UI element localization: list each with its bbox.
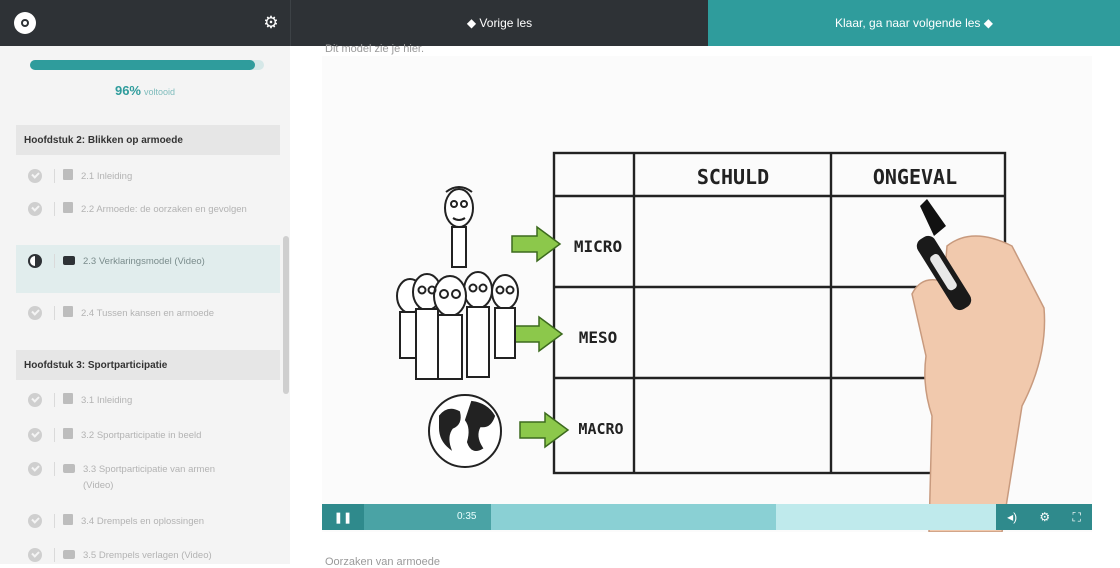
course-sidebar: 96%voltooid Hoofdstuk 2: Blikken op armo… (0, 46, 290, 564)
check-icon (28, 548, 42, 562)
lesson-item[interactable]: 3.2 Sportparticipatie in beeld (16, 424, 280, 448)
check-icon (28, 306, 42, 320)
lesson-item[interactable]: 3.5 Drempels verlagen (Video) (16, 544, 280, 564)
top-bar: ⚙ ◆ Vorige les Klaar, ga naar volgende l… (0, 0, 1120, 46)
lesson-title: 3.2 Sportparticipatie in beeld (81, 430, 202, 441)
volume-icon[interactable]: ◂) (1007, 510, 1018, 524)
lesson-title: 2.1 Inleiding (81, 171, 133, 182)
sidebar-scrollbar[interactable] (283, 236, 289, 394)
gear-icon[interactable]: ⚙ (263, 13, 279, 32)
check-icon (28, 514, 42, 528)
document-icon (63, 202, 73, 213)
in-progress-icon (28, 254, 42, 268)
pause-button[interactable]: ❚❚ (322, 504, 364, 530)
lesson-title: 3.4 Drempels en oplossingen (81, 516, 205, 527)
check-icon (28, 202, 42, 216)
chapter-header[interactable]: Hoofdstuk 3: Sportparticipatie (16, 350, 280, 380)
video-icon (63, 550, 75, 559)
course-progress-fill (30, 60, 255, 70)
lesson-title: 2.2 Armoede: de oorzaken en gevolgen (81, 204, 247, 215)
group-icon (396, 271, 519, 380)
playback-time: 0:35 (457, 511, 477, 522)
lesson-item[interactable]: 2.4 Tussen kansen en armoede (16, 301, 280, 327)
lesson-item[interactable]: 3.4 Drempels en oplossingen (16, 510, 280, 534)
player-right-controls: ◂) ⚙ ⛶ (996, 504, 1092, 530)
globe-icon (428, 394, 502, 468)
progress-value: 96% (114, 83, 141, 98)
row-label-micro: MICRO (574, 237, 622, 256)
divider (54, 169, 55, 183)
section-heading: Oorzaken van armoede (325, 556, 440, 568)
divider (54, 462, 55, 476)
divider (54, 428, 55, 442)
lesson-item[interactable]: 3.1 Inleiding (16, 389, 280, 413)
row-label-macro: MACRO (578, 420, 623, 438)
previous-lesson-button[interactable]: ◆ Vorige les (290, 0, 708, 46)
document-icon (63, 169, 73, 180)
person-icon (444, 186, 474, 268)
document-icon (63, 514, 73, 525)
row-label-meso: MESO (579, 328, 618, 347)
course-progress-bar (30, 60, 264, 70)
document-icon (63, 428, 73, 439)
lesson-item[interactable]: 3.3 Sportparticipatie van armen (Video) (16, 458, 280, 498)
buffer-bar (491, 504, 776, 530)
hand-with-marker (911, 199, 1046, 532)
chapter-header[interactable]: Hoofdstuk 2: Blikken op armoede (16, 125, 280, 155)
divider (54, 514, 55, 528)
settings-gear-icon[interactable]: ⚙ (1039, 510, 1051, 524)
course-progress-text: 96%voltooid (0, 83, 290, 98)
lesson-title: 3.3 Sportparticipatie van armen (Video) (83, 464, 216, 491)
video-player[interactable]: SCHULD ONGEVAL MICRO MESO MACRO (322, 56, 1092, 532)
check-icon (28, 393, 42, 407)
arrow-icon (511, 225, 570, 449)
lesson-title: 2.4 Tussen kansen en armoede (81, 308, 215, 319)
lesson-title: 3.5 Drempels verlagen (Video) (83, 550, 212, 561)
next-lesson-button[interactable]: Klaar, ga naar volgende les ◆ (708, 0, 1120, 46)
whiteboard-illustration: SCHULD ONGEVAL MICRO MESO MACRO (396, 151, 1046, 532)
divider (54, 306, 55, 320)
lesson-intro-text: Dit model zie je hier. (325, 43, 425, 55)
check-icon (28, 462, 42, 476)
lesson-item[interactable]: 2.2 Armoede: de oorzaken en gevolgen (16, 198, 280, 238)
divider (54, 202, 55, 216)
check-icon (28, 428, 42, 442)
divider (54, 393, 55, 407)
column-header-ongeval: ONGEVAL (873, 165, 957, 189)
divider (54, 254, 55, 268)
video-icon (63, 464, 75, 473)
document-icon (63, 306, 73, 317)
progress-suffix: voltooid (144, 87, 176, 97)
lesson-title: 3.1 Inleiding (81, 395, 133, 406)
lesson-title: 2.3 Verklaringsmodel (Video) (83, 256, 205, 267)
column-header-schuld: SCHULD (697, 165, 769, 189)
lesson-item-current[interactable]: 2.3 Verklaringsmodel (Video) (16, 245, 280, 293)
sidebar-header: ⚙ (0, 0, 290, 46)
check-icon (28, 169, 42, 183)
video-controls: ❚❚ 0:35 ◂) ⚙ ⛶ (322, 504, 1092, 530)
divider (54, 548, 55, 562)
video-icon (63, 256, 75, 265)
lesson-item[interactable]: 2.1 Inleiding (16, 165, 280, 189)
fullscreen-icon[interactable]: ⛶ (1072, 509, 1081, 524)
document-icon (63, 393, 73, 404)
logo-icon[interactable] (14, 12, 36, 34)
